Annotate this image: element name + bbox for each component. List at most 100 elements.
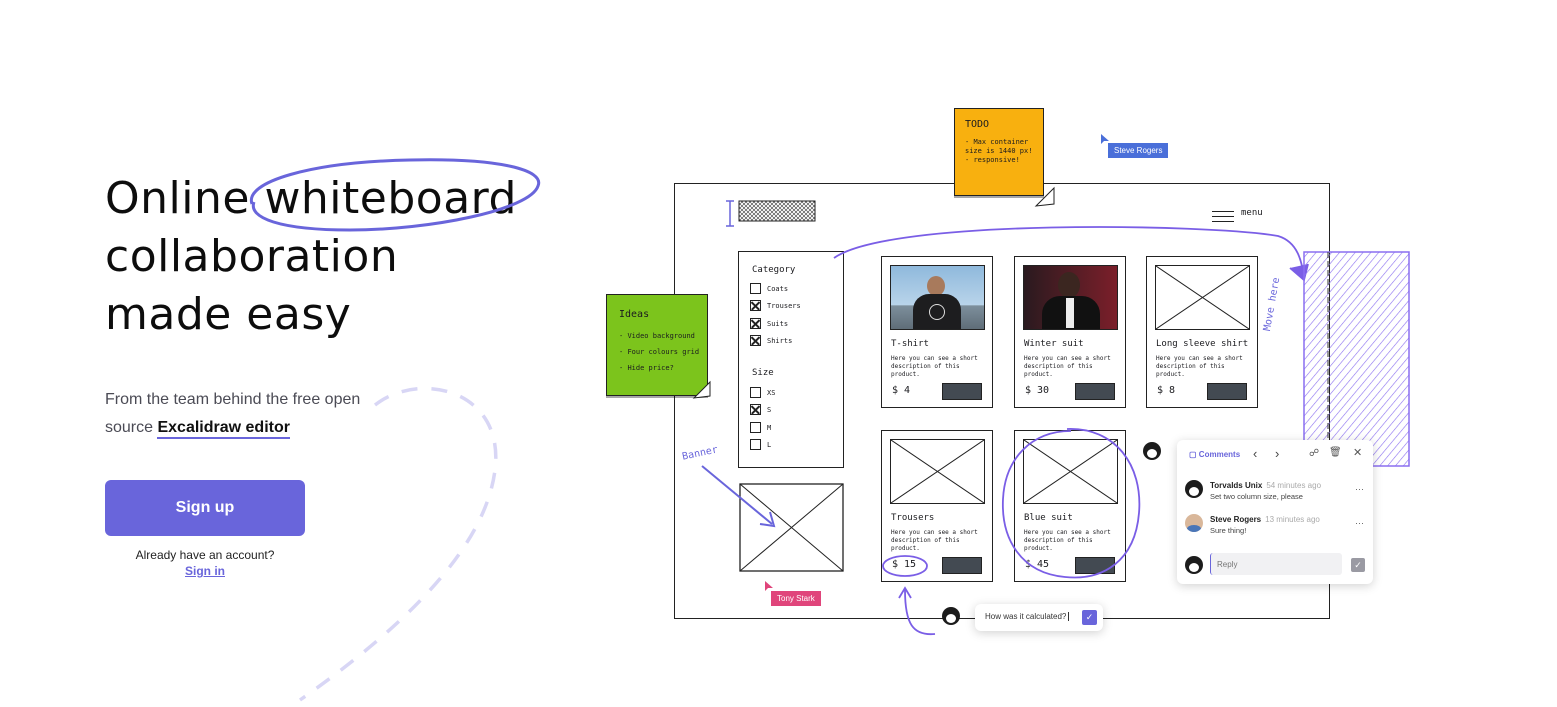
checkbox-shirts[interactable]: Shirts bbox=[750, 335, 792, 346]
product-description: Here you can see a short description of … bbox=[891, 355, 978, 378]
todo-item: Max container size is 1440 px! bbox=[965, 138, 1039, 156]
add-to-cart-button[interactable] bbox=[1075, 383, 1115, 400]
signup-button[interactable]: Sign up bbox=[105, 480, 305, 536]
avatar bbox=[1185, 514, 1203, 532]
inline-comment-box: How was it calculated? ✓ bbox=[975, 604, 1103, 631]
category-heading: Category bbox=[752, 265, 796, 275]
checkbox-suits[interactable]: Suits bbox=[750, 318, 788, 329]
hero-title-word-online: Online bbox=[105, 173, 250, 224]
product-card[interactable]: Trousers Here you can see a short descri… bbox=[881, 430, 993, 582]
avatar bbox=[1185, 556, 1203, 574]
ideas-note-title: Ideas bbox=[619, 309, 650, 320]
banner-image-placeholder bbox=[739, 483, 844, 572]
checkbox-s[interactable]: S bbox=[750, 404, 771, 415]
image-placeholder bbox=[1155, 265, 1250, 330]
checkbox-trousers[interactable]: Trousers bbox=[750, 300, 801, 311]
product-name: Trousers bbox=[891, 513, 935, 523]
price-arrow bbox=[898, 586, 936, 636]
close-icon[interactable]: ✕ bbox=[1353, 447, 1363, 459]
hero-title: Online whiteboard collaboration made eas… bbox=[105, 170, 565, 344]
reply-input[interactable] bbox=[1210, 553, 1342, 575]
checkbox-xs[interactable]: XS bbox=[750, 387, 775, 398]
hero-title-line-1: Online whiteboard bbox=[105, 170, 565, 228]
product-card[interactable]: Long sleeve shirt Here you can see a sho… bbox=[1146, 256, 1258, 408]
banner-arrow bbox=[701, 465, 776, 528]
todo-sticky-note[interactable]: TODO Max container size is 1440 px! resp… bbox=[954, 108, 1044, 196]
hatched-column-placeholder bbox=[1303, 251, 1410, 467]
submit-comment-button[interactable]: ✓ bbox=[1082, 610, 1097, 625]
ideas-item: Video background bbox=[619, 328, 703, 344]
product-description: Here you can see a short description of … bbox=[1024, 355, 1111, 378]
avatar[interactable] bbox=[942, 607, 960, 625]
hero-subtitle: From the team behind the free open sourc… bbox=[105, 386, 375, 442]
checkbox-l[interactable]: L bbox=[750, 439, 771, 450]
product-photo-tshirt bbox=[890, 265, 985, 330]
ideas-note-fold bbox=[692, 380, 711, 399]
cursor-arrow-icon bbox=[765, 581, 773, 591]
hamburger-icon bbox=[1212, 211, 1234, 222]
already-have-account-text: Already have an account? bbox=[135, 548, 275, 562]
todo-item: responsive! bbox=[965, 156, 1039, 165]
product-description: Here you can see a short description of … bbox=[891, 529, 978, 552]
cursor-arrow-icon bbox=[1101, 134, 1109, 144]
todo-note-title: TODO bbox=[965, 119, 990, 130]
comment-menu-icon[interactable]: ⋯ bbox=[1355, 484, 1364, 494]
add-to-cart-button[interactable] bbox=[1207, 383, 1247, 400]
cursor-label-tony: Tony Stark bbox=[771, 591, 821, 606]
checkbox-coats[interactable]: Coats bbox=[750, 283, 788, 294]
ideas-item: Hide price? bbox=[619, 360, 703, 376]
decorative-dashed-curve bbox=[298, 386, 498, 702]
product-photo-winter-suit bbox=[1023, 265, 1118, 330]
product-name: Long sleeve shirt bbox=[1156, 339, 1249, 349]
product-price: $ 8 bbox=[1157, 385, 1176, 396]
add-to-cart-button[interactable] bbox=[942, 383, 982, 400]
logo-placeholder bbox=[726, 200, 816, 227]
whiteboard-highlight-ellipse bbox=[249, 158, 541, 232]
product-price: $ 15 bbox=[892, 559, 917, 570]
comment-menu-icon[interactable]: ⋯ bbox=[1355, 518, 1364, 528]
comment-bubble-icon: ▢ bbox=[1189, 450, 1197, 459]
hero-title-line-2: collaboration bbox=[105, 231, 399, 282]
product-card[interactable]: T-shirt Here you can see a short descrip… bbox=[881, 256, 993, 408]
product-description: Here you can see a short description of … bbox=[1156, 355, 1243, 378]
signin-link[interactable]: Sign in bbox=[185, 564, 225, 578]
product-name: T-shirt bbox=[891, 339, 929, 349]
next-comment-button[interactable]: › bbox=[1275, 446, 1280, 461]
product-card[interactable]: Winter suit Here you can see a short des… bbox=[1014, 256, 1126, 408]
previous-comment-button[interactable]: ‹ bbox=[1253, 446, 1258, 461]
hero-title-line-3: made easy bbox=[105, 289, 352, 340]
excalidraw-editor-link[interactable]: Excalidraw editor bbox=[157, 419, 290, 439]
todo-note-fold bbox=[1034, 186, 1055, 207]
cursor-label-steve: Steve Rogers bbox=[1108, 143, 1169, 158]
send-reply-button[interactable]: ✓ bbox=[1351, 558, 1365, 572]
image-placeholder bbox=[890, 439, 985, 504]
hero-subtitle-text: From the team behind the free open sourc… bbox=[105, 391, 361, 436]
move-arrow bbox=[833, 226, 1309, 282]
blue-suit-highlight-circle bbox=[1002, 428, 1141, 579]
size-heading: Size bbox=[752, 368, 774, 378]
inline-comment-text[interactable]: How was it calculated? bbox=[985, 612, 1070, 621]
ideas-sticky-note[interactable]: Ideas Video background Four colours grid… bbox=[606, 294, 708, 396]
checkbox-m[interactable]: M bbox=[750, 422, 771, 433]
price-highlight-ellipse bbox=[882, 555, 928, 577]
ideas-item: Four colours grid bbox=[619, 344, 703, 360]
filter-sidebar: Category Coats Trousers Suits Shirts Siz… bbox=[738, 251, 844, 468]
product-price: $ 30 bbox=[1025, 385, 1050, 396]
product-name: Blue suit bbox=[1024, 513, 1073, 523]
add-to-cart-button[interactable] bbox=[942, 557, 982, 574]
menu-label: menu bbox=[1241, 208, 1263, 218]
product-price: $ 45 bbox=[1025, 559, 1050, 570]
comment-text: Sure thing! bbox=[1210, 526, 1247, 535]
image-placeholder bbox=[1023, 439, 1118, 504]
product-description: Here you can see a short description of … bbox=[1024, 529, 1111, 552]
trash-icon[interactable]: 🗑 bbox=[1329, 447, 1342, 458]
link-icon[interactable]: ☍ bbox=[1309, 448, 1320, 459]
product-card[interactable]: Blue suit Here you can see a short descr… bbox=[1014, 430, 1126, 582]
product-price: $ 4 bbox=[892, 385, 911, 396]
comments-header: ▢ Comments bbox=[1189, 450, 1240, 459]
comment-text: Set two column size, please bbox=[1210, 492, 1303, 501]
avatar[interactable] bbox=[1143, 442, 1161, 460]
